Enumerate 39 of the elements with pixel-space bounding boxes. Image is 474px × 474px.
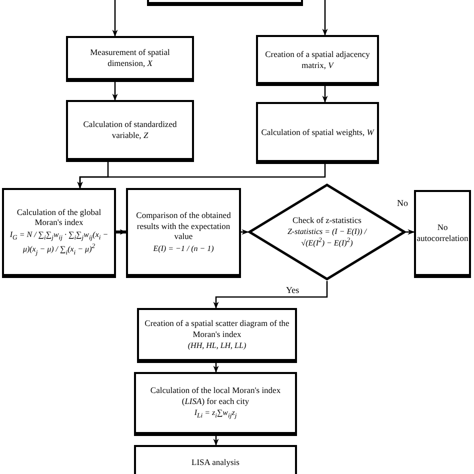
formula-text: E(I) = −1 / (n − 1) <box>153 244 214 254</box>
arrow <box>112 82 118 101</box>
edge-label: Yes <box>285 285 300 295</box>
node-text: Check of z-statistics <box>292 214 362 226</box>
process-box <box>137 308 297 363</box>
process-box <box>134 445 297 474</box>
node-text: Calculation of standardized variable, Z <box>82 119 178 141</box>
arrow <box>213 363 219 373</box>
arrow <box>241 229 249 235</box>
decision-diamond <box>248 183 406 281</box>
formula-text: I$_{G}$ = N / ∑$_{i}$∑$_{j}$w$_{ij}$ · ∑$_{i}$∑$_{j}$w$_{ij}$(x$_{i}$ − μ)(x$_{j}$ − μ) / ∑$_{i}$(x$_{i}$ − μ)$^{2}$ <box>8 230 110 258</box>
arrow <box>213 436 219 446</box>
node-text: Calculation of spatial weights, W <box>261 126 374 138</box>
process-box <box>2 188 116 278</box>
formula-text: (HH, HL, LH, LL) <box>188 341 246 352</box>
arrow <box>213 281 328 309</box>
process-box <box>256 102 379 164</box>
process-box <box>66 36 194 82</box>
node-text: No autocorrelation <box>416 222 468 244</box>
arrow <box>322 0 328 36</box>
arrow <box>406 229 415 235</box>
node-text: Creation of a spatial adjacency matrix, V <box>264 48 371 70</box>
process-box <box>126 188 241 278</box>
node-text: LISA analysis <box>192 456 240 468</box>
process-box <box>256 35 379 86</box>
terminal-box <box>414 190 471 278</box>
arrow <box>77 164 326 189</box>
formula-text: I$_{Li}$ = z$_{i}$∑w$_{ij}$z$_{j}$ <box>194 408 237 422</box>
node-text: Comparison of the obtained results with the expectation value <box>135 210 232 242</box>
node-text: Creation of a spatial scatter diagram of the Moran's index <box>144 318 290 340</box>
process-box <box>66 100 194 162</box>
node-text: Calculation of the global Moran's index <box>16 206 102 228</box>
arrow <box>112 0 118 37</box>
node-text: Measurement of spatial dimension, X <box>89 47 171 69</box>
node-text: Calculation of the local Moran's index (LISA) for each city <box>149 384 282 406</box>
arrow <box>116 229 127 235</box>
formula-text: Z-statistics = (I − E(I)) / √(E(I$^{2}$) − E(I)$^{2}$) <box>286 227 368 250</box>
process-box <box>134 372 297 436</box>
arrow <box>322 86 328 103</box>
